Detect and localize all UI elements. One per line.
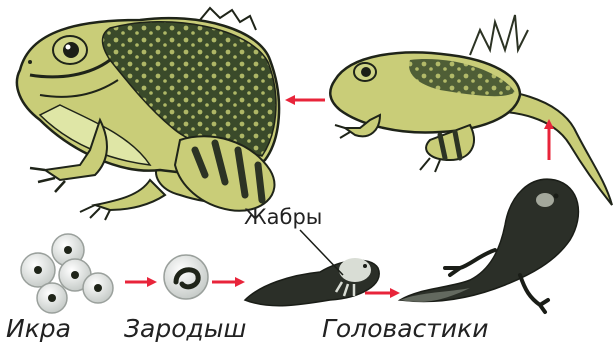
eggs-label: Икра: [6, 314, 71, 343]
embryo-label: Зародыш: [124, 314, 246, 343]
eggs-illustration: [21, 234, 113, 313]
embryo-illustration: [164, 255, 208, 299]
tadpoles-label: Головастики: [322, 314, 488, 343]
gills-pointer-line: [300, 230, 343, 275]
froglet-illustration: [330, 15, 612, 205]
adult-frog-illustration: [17, 8, 279, 220]
gills-label: Жабры: [244, 205, 322, 229]
tadpole-with-legs-illustration: [400, 179, 578, 312]
early-tadpole-illustration: [245, 230, 379, 306]
